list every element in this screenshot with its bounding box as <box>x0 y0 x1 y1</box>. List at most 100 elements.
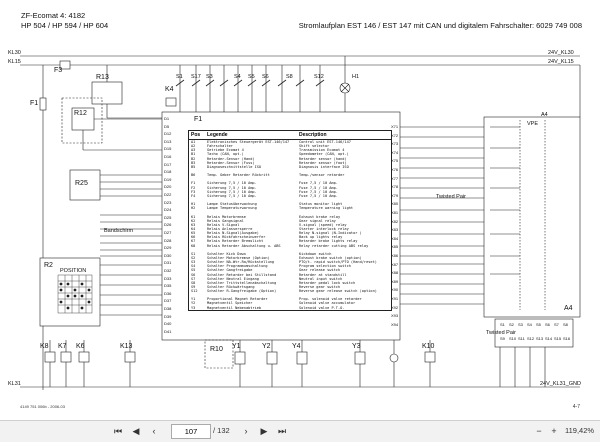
pin-label-right: X81 <box>391 210 399 215</box>
label-kl15: KL15 <box>8 59 21 65</box>
prev-page-alt-button[interactable]: ‹ <box>148 424 160 438</box>
prev-arrow-icon: ◀ <box>132 425 140 436</box>
legend-pos-cell: B1 <box>191 152 196 157</box>
pin-label-right: X80 <box>391 201 399 207</box>
label-y1: Y1 <box>232 343 241 350</box>
pin-label-right: X79 <box>391 192 399 198</box>
legend-pos-cell: Y1 <box>191 297 196 302</box>
zoom-in-button[interactable]: + <box>548 424 560 438</box>
legend-de-cell: Schalter Trittstellenabschaltung <box>207 280 277 285</box>
legend-de-cell: Diagnoseschnittstelle ISO <box>207 164 262 169</box>
legend-en-cell: Exhaust brake relay <box>299 214 341 219</box>
legend-de-cell: Schalter Gangfreigabe <box>207 268 253 273</box>
pin-label-right: X73 <box>391 141 399 147</box>
legend-de-cell: Fahrschalter <box>207 144 233 149</box>
legend-de-cell: Schalter Programmumschaltung <box>207 264 268 269</box>
label-24v-kl15: 24V_KL15 <box>548 59 574 65</box>
relay-k10-symbol <box>424 351 436 363</box>
pin-label-left: D1 <box>164 116 170 121</box>
legend-en-cell: Starter interlock relay <box>299 226 349 231</box>
legend-en-cell: Speedometer (CAN, opt.) <box>299 152 349 157</box>
legend-en-cell: Program selection switch <box>299 264 351 269</box>
label-k13: K13 <box>120 343 133 350</box>
legend-pos-cell: H1 <box>191 202 196 207</box>
legend-pos-cell: H2 <box>191 206 196 211</box>
legend-row: K4 Relais Anlassersperre Starter interlock… <box>189 227 391 231</box>
legend-pos-cell: A1 <box>191 140 196 144</box>
pin-label-left: D26 <box>164 222 172 228</box>
vpe-pin-label: S6 <box>545 322 550 327</box>
legend-pos-cell: S1 <box>191 251 196 256</box>
legend-en-cell: Retarder pedal lock switch <box>299 280 356 285</box>
legend-de-cell: Relais Anlassersperre <box>207 226 253 231</box>
legend-pos-cell: K4 <box>191 226 196 231</box>
legend-de-cell: Relais Gangsignal <box>207 218 244 223</box>
relay-k8-symbol <box>44 351 56 363</box>
valve-y4-symbol <box>296 351 308 365</box>
zoom-out-button[interactable]: − <box>533 424 545 438</box>
legend-de-cell: Relais Rückfahrscheinwerfer <box>207 235 266 240</box>
next-page-button[interactable]: › <box>240 424 252 438</box>
legend-de-cell: Schalter Kick Down <box>207 251 246 256</box>
legend-en-cell: Retarder sensor (foot) <box>299 160 347 165</box>
header-model: ZF-Ecomat 4: 4182 <box>21 11 86 20</box>
label-s3: S3 <box>206 74 213 80</box>
vpe-pin-label: S3 <box>518 322 523 327</box>
legend-pos-cell: S3 <box>191 260 196 265</box>
zoom-level: 119,42% <box>565 426 595 435</box>
label-est-f1: F1 <box>194 116 203 123</box>
pin-label-right: X72 <box>391 132 399 138</box>
legend-en-cell: V-signal (speed) relay <box>299 222 347 227</box>
next-page-alt-button[interactable]: ▶ <box>258 424 270 438</box>
prev-page-button[interactable]: ◀ <box>130 424 142 438</box>
legend-en-cell: Reverse gear switch <box>299 284 341 289</box>
legend-body: A1 Elektronisches Steuergerät EST-146/147… <box>189 140 391 310</box>
label-y2: Y2 <box>262 343 271 350</box>
switch-row <box>179 56 346 112</box>
fuse-f3-symbol <box>59 60 71 70</box>
label-bandschirm: Bandschirm <box>104 228 134 234</box>
footer-doc-number: 4149 751 006b - 2006-03 <box>20 404 65 409</box>
legend-de-cell: Sicherung 7,5 / 10 Amp. <box>207 185 257 190</box>
pin-label-right: X84 <box>391 235 399 241</box>
pin-label-left: D20 <box>164 184 172 190</box>
legend-de-cell: Elektronisches Steuergerät EST-146/147 <box>207 140 290 144</box>
pin-label-right: X78 <box>391 184 399 190</box>
pin-label-right: X74 <box>391 149 399 155</box>
legend-en-cell: Kickdown switch <box>299 251 332 256</box>
page-number-input[interactable]: 107 <box>171 424 211 439</box>
legend-en-cell: Temp./sensor retarder <box>299 173 345 178</box>
legend-pos-cell: F2 <box>191 185 196 190</box>
label-twisted-pair-2: Twisted Pair <box>486 330 516 336</box>
fuse-f1-symbol <box>39 97 47 111</box>
label-r13: R13 <box>96 74 109 81</box>
first-page-button[interactable]: ⏮ <box>112 424 124 438</box>
r10-dashed-box <box>204 339 234 369</box>
pin-label-right: X88 <box>391 270 399 276</box>
legend-en-cell: Gear release switch <box>299 268 341 273</box>
legend-col-description: Description <box>299 132 327 138</box>
legend-de-cell: Schalter Rückwärtsgang <box>207 284 255 289</box>
label-s6: S6 <box>262 74 269 80</box>
last-page-button[interactable]: ⏭ <box>276 424 288 438</box>
keypad-grid <box>57 274 93 314</box>
legend-pos-cell: K2 <box>191 218 196 223</box>
legend-de-cell: Sicherung 7,5 / 10 Amp. <box>207 181 257 186</box>
legend-de-cell: Temp. Geber Retarder Rückritt <box>207 173 270 178</box>
label-vpe: VPE <box>527 121 539 127</box>
legend-pos-cell: F4 <box>191 193 196 198</box>
legend-pos-cell: B2 <box>191 156 196 161</box>
header-title: Stromlaufplan EST 146 / EST 147 mit CAN … <box>298 21 582 30</box>
legend-de-cell: Schalter Neutral Eingang <box>207 276 259 281</box>
vpe-pin-label: S12 <box>527 336 535 341</box>
